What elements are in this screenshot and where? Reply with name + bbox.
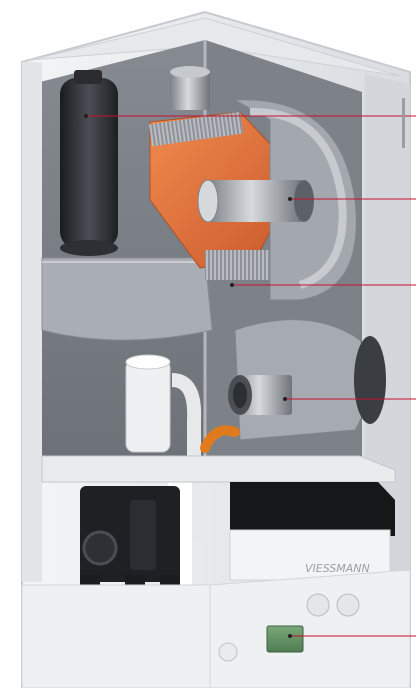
- flue-pipe: [170, 66, 210, 110]
- brand-logo: VIESSMANN: [305, 562, 370, 575]
- condensate-tank: [41, 257, 213, 341]
- callout-display: [288, 634, 416, 638]
- control-knobs: [218, 593, 360, 662]
- hydraulic-block: [80, 486, 180, 595]
- callout-expansion-vessel: [84, 114, 416, 118]
- fan-unit: [228, 319, 386, 441]
- expansion-vessel: [60, 70, 118, 256]
- display-screen: [266, 625, 304, 653]
- callout-fan: [283, 397, 416, 401]
- control-box: [229, 482, 395, 581]
- callout-burner: [288, 197, 416, 201]
- callout-heat-exchanger: [230, 283, 416, 287]
- callouts: [84, 114, 416, 638]
- base-plate: [41, 455, 396, 483]
- side-ruler-marks: [402, 98, 405, 148]
- burner-tube: [197, 179, 314, 223]
- copper-pipe: [200, 425, 240, 453]
